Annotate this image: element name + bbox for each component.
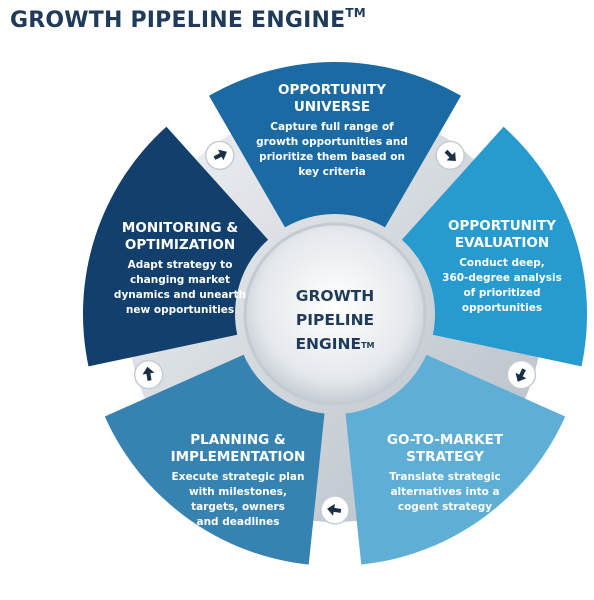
segment-title: MONITORING & [121, 220, 239, 236]
segment-description: and deadlines [196, 516, 280, 528]
page-title: GROWTH PIPELINE ENGINETM [10, 6, 366, 33]
segment-description: Conduct deep, [459, 257, 545, 269]
segment-monitoring-optimization [82, 126, 269, 367]
segment-title: GO-TO-MARKET [386, 432, 504, 448]
segment-title: STRATEGY [406, 449, 484, 465]
segment-description: new opportunities [125, 304, 235, 316]
segment-opportunity-universe [209, 62, 461, 228]
segment-description: 360-degree analysis [442, 272, 562, 284]
segment-title: PLANNING & [190, 432, 286, 448]
center-line: PIPELINE [295, 311, 375, 329]
segment-description: Capture full range of [270, 121, 394, 133]
segment-monitoring-optimization-text: MONITORING &OPTIMIZATION Adapt strategy … [96, 220, 264, 318]
segment-title: UNIVERSE [293, 99, 371, 115]
segment-description: Execute strategic plan [171, 471, 305, 483]
segment-description: prioritize them based on [259, 151, 405, 163]
segment-title: EVALUATION [454, 235, 550, 251]
segment-title: OPPORTUNITY [447, 218, 556, 234]
segment-description: Translate strategic [389, 471, 501, 483]
arrow-right-icon [435, 140, 465, 171]
trademark-mark: TM [361, 341, 375, 350]
segment-description: of prioritized [463, 287, 541, 299]
segment-title: OPTIMIZATION [124, 237, 236, 253]
segment-description: cogent strategy [397, 501, 493, 513]
segment-description: changing market [129, 274, 231, 286]
center-line: GROWTH [295, 287, 375, 305]
segment-description: Adapt strategy to [127, 259, 233, 271]
center-line: ENGINE [295, 335, 362, 353]
segment-go-to-market-strategy [345, 354, 566, 565]
segment-description: key criteria [298, 166, 366, 178]
segment-description: dynamics and unearth [113, 289, 247, 301]
segment-description: alternatives into a [390, 486, 500, 498]
segment-opportunity-evaluation [401, 126, 588, 367]
segment-description: opportunities [461, 302, 543, 314]
center-hub [243, 222, 427, 406]
center-label: GROWTH PIPELINE ENGINETM [247, 284, 423, 356]
arrow-down-right-icon [506, 359, 537, 390]
segment-planning-implementation-text: PLANNING &IMPLEMENTATION Execute strateg… [148, 432, 328, 530]
segment-description: targets, owners [191, 501, 285, 513]
page-title-text: GROWTH PIPELINE ENGINE [10, 8, 346, 33]
trademark-mark: TM [345, 6, 366, 20]
arrow-down-left-icon [320, 495, 350, 525]
arrow-left-icon [133, 359, 164, 390]
segment-planning-implementation [104, 354, 325, 565]
segment-description: growth opportunities and [256, 136, 408, 148]
segment-title: IMPLEMENTATION [170, 449, 306, 465]
arrow-up-icon [205, 140, 235, 171]
segment-title: OPPORTUNITY [277, 82, 386, 98]
segment-description: with milestones, [188, 486, 288, 498]
